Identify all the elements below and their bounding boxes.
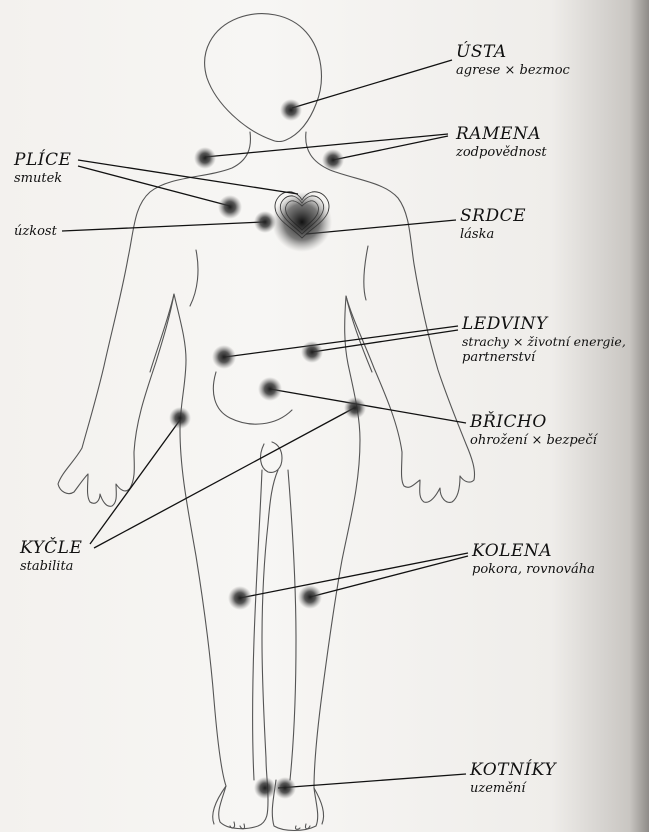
spot-shoulder-left xyxy=(194,147,216,169)
line-bricho xyxy=(270,389,466,423)
left-side-outline xyxy=(58,132,278,829)
label-kolena-subtitle: pokora, rovnováha xyxy=(472,563,595,576)
right-foot xyxy=(295,788,323,829)
spot-shoulder-right xyxy=(322,149,344,171)
left-chest-line xyxy=(190,250,198,306)
label-kycle-title: KYČLE xyxy=(20,540,82,557)
body-outline xyxy=(58,14,475,831)
label-ramena-subtitle: zodpovědnost xyxy=(456,146,547,159)
belly-outline xyxy=(213,372,292,424)
label-srdce-subtitle: láska xyxy=(460,228,526,241)
label-ramena-title: RAMENA xyxy=(456,126,547,143)
spot-koleno-right xyxy=(298,585,322,609)
right-chest-line xyxy=(364,246,368,300)
inner-leg-left xyxy=(253,470,263,780)
label-ledviny-subtitle: strachy × životní energie, xyxy=(462,336,626,349)
label-kycle-subtitle: stabilita xyxy=(20,560,82,573)
label-bricho-title: BŘICHO xyxy=(470,414,597,431)
label-plice-subtitle: smutek xyxy=(14,172,71,185)
spots xyxy=(169,99,366,799)
line-kotniky xyxy=(278,774,466,788)
spot-kotnik-left xyxy=(254,777,276,799)
label-plice: PLÍCE smutek xyxy=(14,152,71,185)
label-kotniky-subtitle: uzemění xyxy=(470,782,556,795)
left-inner-arm xyxy=(150,294,174,372)
label-ledviny: LEDVINY strachy × životní energie, partn… xyxy=(462,316,626,364)
spot-bricho xyxy=(258,377,282,401)
spot-srdce xyxy=(272,192,332,252)
label-ledviny-subtitle2: partnerství xyxy=(462,351,626,364)
label-kotniky: KOTNÍKY uzemění xyxy=(470,762,556,795)
label-usta: ÚSTA agrese × bezmoc xyxy=(456,44,570,77)
label-usta-title: ÚSTA xyxy=(456,44,570,61)
spot-kycle-left xyxy=(169,407,191,429)
spot-ledviny-left xyxy=(212,345,236,369)
spot-koleno-left xyxy=(228,586,252,610)
inner-leg-right xyxy=(288,470,296,780)
label-plice-title: PLÍCE xyxy=(14,152,71,169)
line-kolena-1 xyxy=(240,553,468,598)
head-outline xyxy=(205,14,322,142)
label-srdce-title: SRDCE xyxy=(460,208,526,225)
spot-usta xyxy=(280,99,302,121)
label-srdce: SRDCE láska xyxy=(460,208,526,241)
spot-kotnik-right xyxy=(274,777,296,799)
label-bricho: BŘICHO ohrožení × bezpečí xyxy=(470,414,597,447)
label-ramena: RAMENA zodpovědnost xyxy=(456,126,547,159)
spot-plice xyxy=(218,195,242,219)
label-bricho-subtitle: ohrožení × bezpečí xyxy=(470,434,597,447)
pointer-lines xyxy=(62,60,468,788)
line-usta xyxy=(292,60,452,108)
label-kolena: KOLENA pokora, rovnováha xyxy=(472,543,595,576)
line-plice-1 xyxy=(78,160,298,194)
label-usta-subtitle: agrese × bezmoc xyxy=(456,64,570,77)
label-kycle: KYČLE stabilita xyxy=(20,540,82,573)
label-kolena-title: KOLENA xyxy=(472,543,595,560)
spot-ledviny-right xyxy=(301,341,323,363)
line-ledviny-1 xyxy=(225,326,458,357)
label-ledviny-title: LEDVINY xyxy=(462,316,626,333)
line-ledviny-2 xyxy=(312,330,458,352)
line-uzkost xyxy=(62,222,264,231)
left-foot xyxy=(213,786,245,829)
spot-kycle-right xyxy=(344,397,366,419)
line-kolena-2 xyxy=(310,556,468,597)
label-uzkost: úzkost xyxy=(14,225,57,238)
label-kotniky-title: KOTNÍKY xyxy=(470,762,556,779)
